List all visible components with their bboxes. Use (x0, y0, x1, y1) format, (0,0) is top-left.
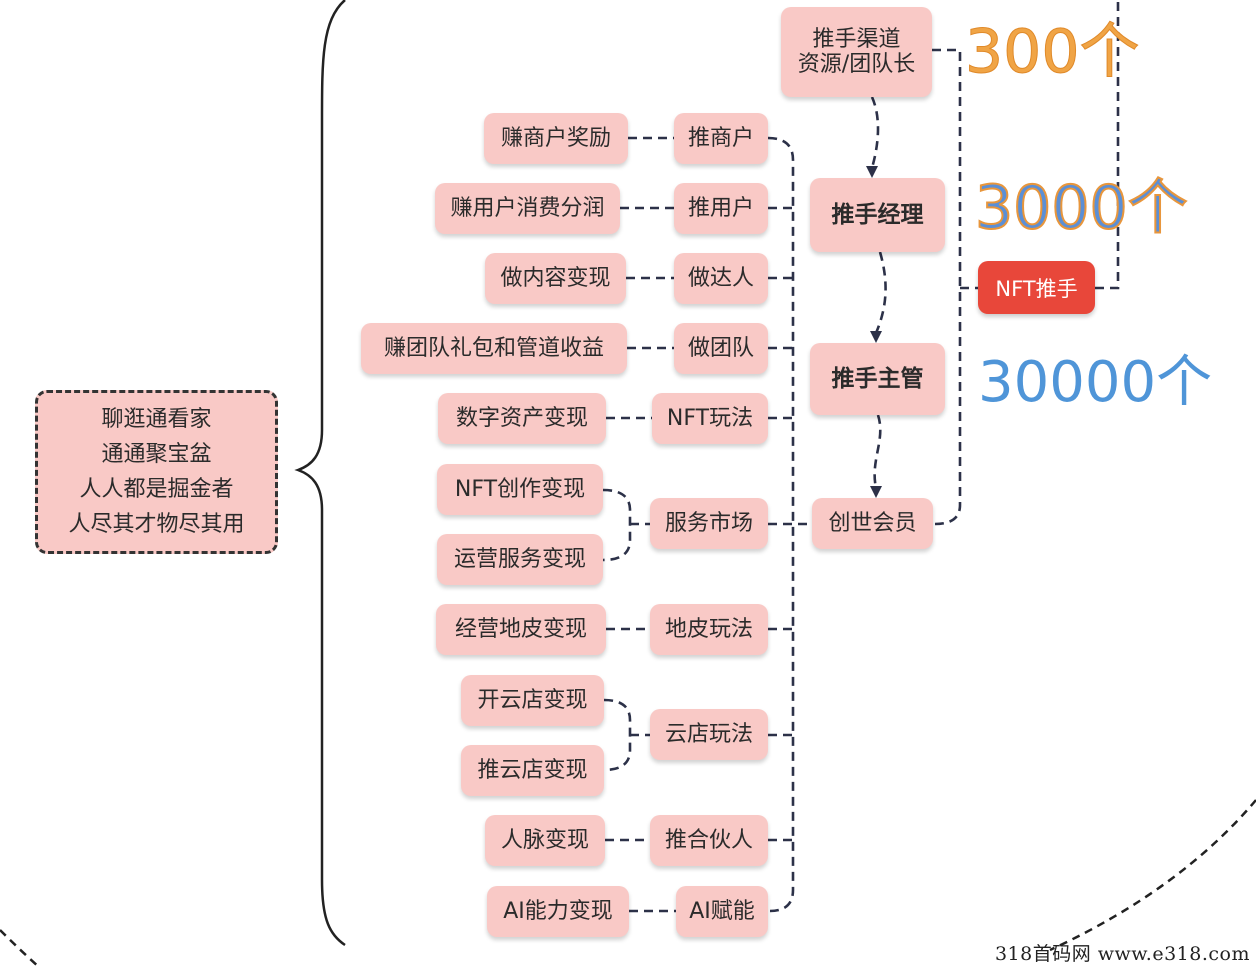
leaf-merchant-reward[interactable]: 赚商户奖励 (484, 113, 628, 164)
leaf-team-package-income[interactable]: 赚团队礼包和管道收益 (361, 323, 627, 374)
mid-team[interactable]: 做团队 (674, 323, 768, 374)
mid-partner[interactable]: 推合伙人 (650, 815, 768, 866)
nft-promoter-tag[interactable]: NFT推手 (978, 261, 1095, 314)
leaf-digital-asset[interactable]: 数字资产变现 (438, 393, 606, 444)
mid-promote-user[interactable]: 推用户 (674, 183, 768, 234)
channel-line-2: 资源/团队长 (797, 52, 916, 77)
mid-land-play[interactable]: 地皮玩法 (650, 604, 768, 655)
count-channel: 300个 (965, 17, 1141, 88)
manager-node[interactable]: 推手经理 (810, 178, 945, 252)
leaf-operation-service[interactable]: 运营服务变现 (437, 534, 603, 585)
leaf-ai-capability[interactable]: AI能力变现 (487, 886, 629, 937)
mid-nft-play[interactable]: NFT玩法 (652, 393, 768, 444)
root-line-1: 聊逛通看家 (101, 407, 212, 432)
count-supervisor: 30000个 (978, 350, 1213, 415)
supervisor-node[interactable]: 推手主管 (810, 343, 945, 415)
root-node[interactable]: 聊逛通看家 通通聚宝盆 人人都是掘金者 人尽其才物尽其用 (35, 390, 278, 554)
mid-service-market[interactable]: 服务市场 (650, 498, 768, 549)
leaf-promote-cloud-store[interactable]: 推云店变现 (461, 745, 604, 796)
channel-line-1: 推手渠道 (812, 26, 901, 52)
root-line-4: 人尽其才物尽其用 (68, 512, 245, 537)
leaf-user-consumption-share[interactable]: 赚用户消费分润 (435, 183, 620, 234)
leaf-nft-creation[interactable]: NFT创作变现 (437, 464, 603, 515)
root-line-2: 通通聚宝盆 (101, 442, 212, 467)
leaf-content-monetization[interactable]: 做内容变现 (485, 253, 626, 304)
root-line-3: 人人都是掘金者 (79, 477, 234, 502)
founder-member-node[interactable]: 创世会员 (812, 498, 933, 549)
leaf-land-operation[interactable]: 经营地皮变现 (436, 604, 606, 655)
mid-cloud-store-play[interactable]: 云店玩法 (650, 709, 768, 760)
count-manager: 3000个 (974, 172, 1189, 244)
channel-node[interactable]: 推手渠道 资源/团队长 (781, 7, 932, 97)
leaf-open-cloud-store[interactable]: 开云店变现 (461, 675, 604, 726)
mid-influencer[interactable]: 做达人 (674, 253, 768, 304)
leaf-network-monetization[interactable]: 人脉变现 (485, 815, 605, 866)
watermark: 318首码网 www.e318.com (994, 943, 1250, 965)
mid-ai-empower[interactable]: AI赋能 (676, 886, 768, 937)
mid-promote-merchant[interactable]: 推商户 (674, 113, 768, 164)
